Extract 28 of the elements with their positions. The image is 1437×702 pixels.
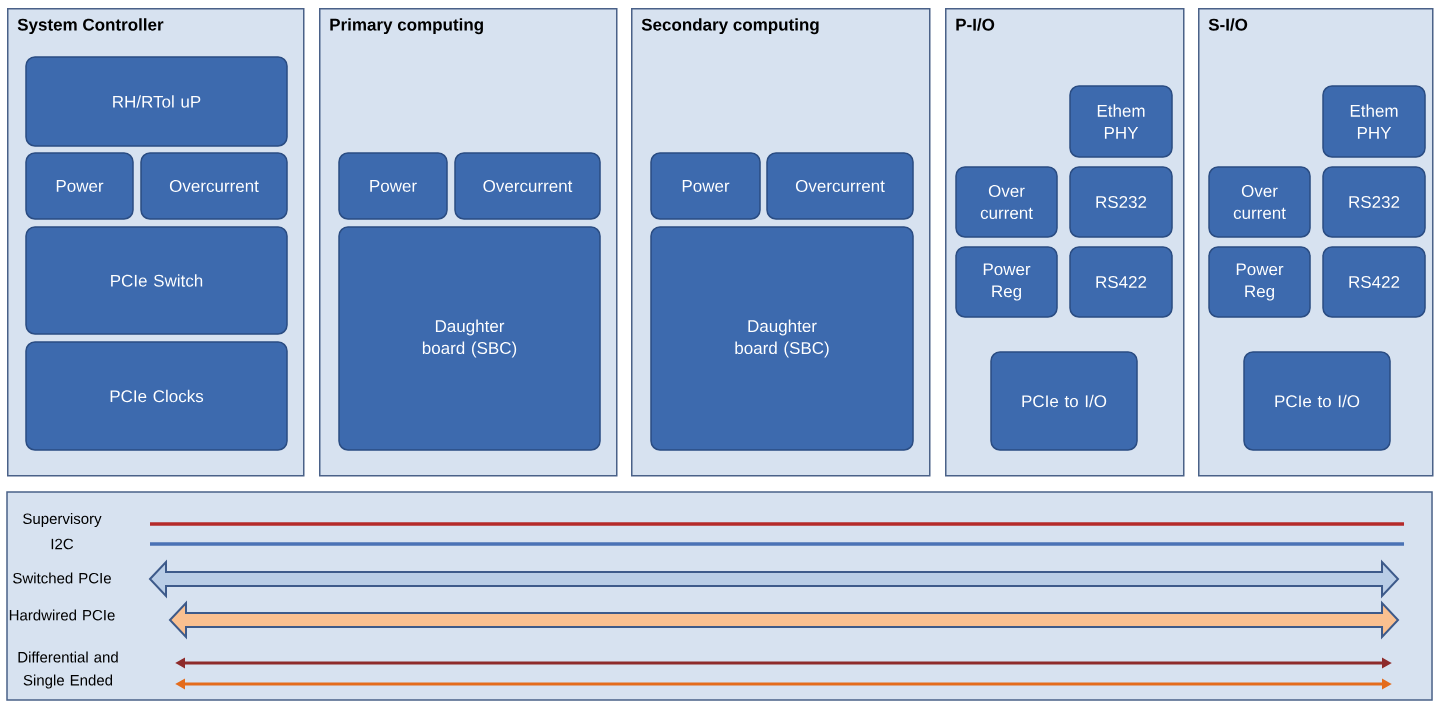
component-box: Overcurrent xyxy=(140,152,288,220)
component-box: Power xyxy=(338,152,448,220)
legend-label: Differential and Single Ended xyxy=(18,651,118,689)
legend-label: Hardwired PCIe xyxy=(9,609,115,621)
component-box: Power Reg xyxy=(1208,246,1311,318)
component-box: Daughter board (SBC) xyxy=(338,226,601,451)
component-box: PCIe to I/O xyxy=(990,351,1138,451)
component-box: Over current xyxy=(955,166,1058,238)
component-box: Power Reg xyxy=(955,246,1058,318)
legend-label: I2C xyxy=(51,538,74,550)
legend-label: Supervisory xyxy=(23,513,102,527)
component-box: Power xyxy=(25,152,134,220)
component-box: RS232 xyxy=(1069,166,1173,238)
component-box: RS422 xyxy=(1322,246,1426,318)
component-box: Ethem PHY xyxy=(1069,85,1173,158)
legend-label: Switched PCIe xyxy=(13,572,111,584)
component-box: Over current xyxy=(1208,166,1311,238)
component-box: Ethem PHY xyxy=(1322,85,1426,158)
component-box: PCIe Clocks xyxy=(25,341,288,451)
component-box: Overcurrent xyxy=(454,152,601,220)
component-box: RS232 xyxy=(1322,166,1426,238)
component-box: RS422 xyxy=(1069,246,1173,318)
component-box: Overcurrent xyxy=(766,152,914,220)
component-box: PCIe Switch xyxy=(25,226,288,335)
component-box: RH/RTol uP xyxy=(25,56,288,147)
component-box: Daughter board (SBC) xyxy=(650,226,914,451)
component-box: Power xyxy=(650,152,761,220)
component-box: PCIe to I/O xyxy=(1243,351,1391,451)
